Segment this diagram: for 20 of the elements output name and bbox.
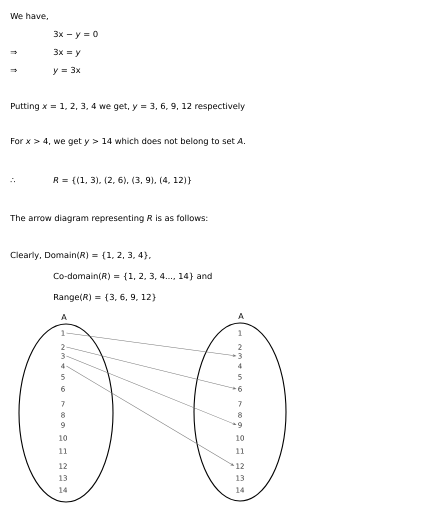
text-line: ⇒ bbox=[10, 50, 17, 54]
text-line: We have, bbox=[10, 12, 48, 20]
text-line: 3x = y bbox=[54, 48, 81, 57]
text-line: Co-domain(R) = {1, 2, 3, 4..., 14} and bbox=[54, 272, 212, 280]
arrow bbox=[66, 346, 236, 390]
arrow bbox=[66, 356, 236, 425]
text-line: Putting x = 1, 2, 3, 4 we get, y = 3, 6, 9, 12 respectively bbox=[11, 102, 245, 111]
arrow bbox=[66, 366, 234, 466]
arrow bbox=[66, 332, 236, 357]
text-line: 3x − y = 0 bbox=[54, 30, 98, 39]
text-line: For x > 4, we get y > 14 which does not belong to set A. bbox=[11, 138, 245, 146]
set-heading: A bbox=[61, 314, 67, 320]
text-line: y = 3x bbox=[53, 66, 80, 75]
set-heading: A bbox=[238, 313, 244, 319]
text-line: R = {(1, 3), (2, 6), (3, 9), (4, 12)} bbox=[53, 176, 192, 184]
text-line: ∴ bbox=[10, 178, 15, 182]
text-line: Range(R) = {3, 6, 9, 12} bbox=[54, 294, 156, 302]
text-line: The arrow diagram representing R is as follows: bbox=[10, 214, 208, 223]
text-line: Clearly, Domain(R) = {1, 2, 3, 4}, bbox=[10, 252, 150, 260]
text-line: ⇒ bbox=[10, 68, 17, 72]
